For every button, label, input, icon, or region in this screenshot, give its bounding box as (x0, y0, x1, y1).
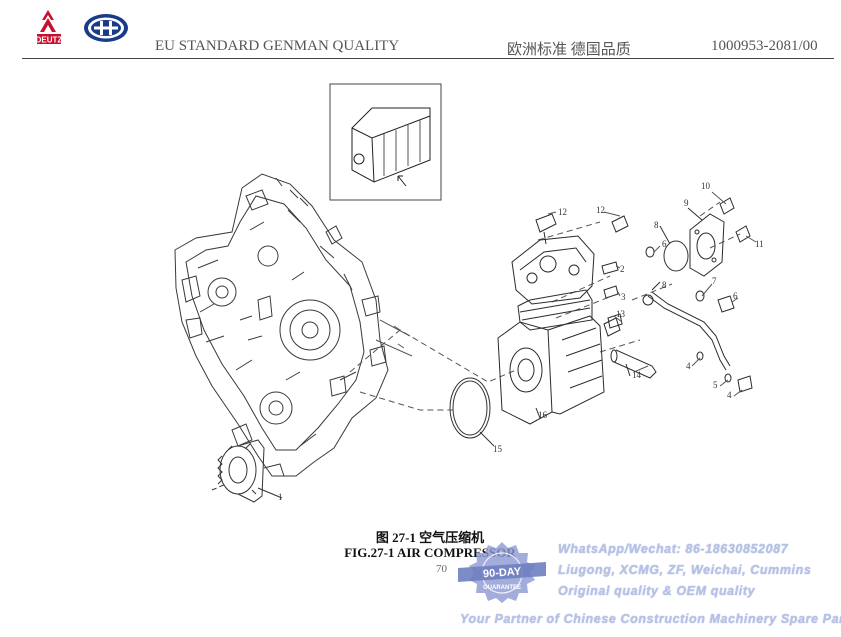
deutz-logo-icon: DEUTZ (36, 10, 128, 45)
inset-engine-view (329, 83, 442, 201)
gasket-part-10 (659, 225, 689, 272)
callout-7: 6 (733, 291, 738, 301)
watermark-brands: Liugong, XCMG, ZF, Weichai, Cummins (558, 563, 812, 577)
callout-8b: 7 (712, 276, 717, 286)
header-chinese-title: 欧洲标准 德国品质 (507, 42, 631, 58)
brand-logos: DEUTZ (34, 6, 130, 50)
callout-leader-lines (547, 191, 757, 397)
callout-12b: 11 (755, 239, 764, 249)
watermark-tagline: Your Partner of Chinese Construction Mac… (460, 612, 841, 626)
callout-10: 8 (654, 220, 659, 230)
header-divider (22, 58, 834, 59)
callout-4a: 2 (620, 264, 625, 274)
bolt-part-16 (610, 349, 657, 379)
callout-4b: 3 (621, 292, 626, 302)
flange-part-11 (687, 207, 725, 277)
callout-2: 15 (493, 444, 503, 454)
callout-12a: 10 (701, 181, 711, 191)
callout-6a: 4 (686, 361, 691, 371)
badge-top-text: 90-DAY (483, 566, 523, 581)
bolts-and-washers (601, 197, 753, 393)
callout-5: 4 (727, 390, 732, 400)
callout-numbers: 1 15 16 2 3 4 4 5 6 6 7 8 8 9 10 11 12 1… (278, 181, 764, 502)
guarantee-badge-icon: 90-DAY GUARANTEE (458, 542, 546, 603)
faw-logo-icon (84, 14, 128, 42)
air-compressor-exploded-drawing: 1 15 16 2 3 4 4 5 6 6 7 8 8 9 10 11 12 1… (174, 83, 764, 503)
callout-13: 12 (596, 205, 605, 215)
deutz-logo-text: DEUTZ (36, 36, 63, 45)
seal-ring-part-2 (449, 377, 495, 447)
callout-11: 9 (684, 198, 689, 208)
engine-timing-case (174, 173, 413, 477)
callout-6b: 5 (713, 380, 718, 390)
callout-8a: 6 (662, 239, 667, 249)
assembly-path-lines (349, 201, 741, 411)
figure-caption-chinese: 图 27-1 空气压缩机 (375, 530, 485, 545)
watermark-quality: Original quality & OEM quality (558, 584, 756, 598)
badge-bottom-text: GUARANTEE (483, 585, 521, 591)
header-doc-number: 1000953-2081/00 (711, 38, 818, 54)
header-left-title: EU STANDARD GENMAN QUALITY (155, 38, 400, 54)
pipe-part-9 (642, 281, 731, 371)
callout-3: 16 (538, 410, 548, 420)
callout-16: 14 (632, 370, 642, 380)
callout-9: 8 (662, 280, 667, 290)
watermark-contact: WhatsApp/Wechat: 86-18630852087 (558, 542, 789, 556)
callout-15: 13 (616, 309, 626, 319)
callout-1: 1 (278, 492, 283, 502)
callout-14: 12 (558, 207, 567, 217)
drive-gear-part-1 (211, 439, 283, 503)
air-compressor-part-3 (497, 213, 621, 425)
page-number: 70 (436, 563, 447, 575)
figure-caption-english: FIG.27-1 AIR COMPRESSOR (344, 545, 516, 560)
